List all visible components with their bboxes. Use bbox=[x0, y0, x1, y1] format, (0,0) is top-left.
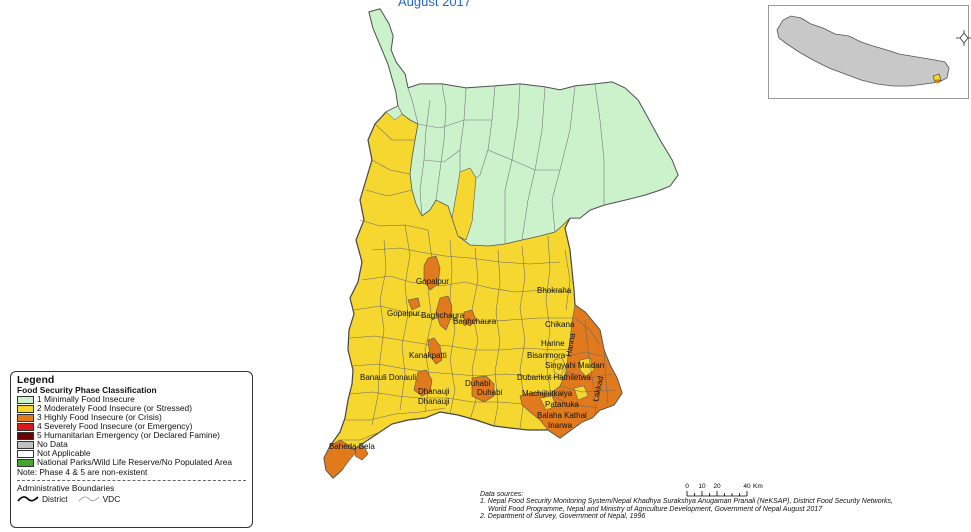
label-bisanmora: Bisanmora bbox=[527, 351, 566, 360]
label-patanuka: Patanuka bbox=[545, 400, 579, 409]
data-source-line-2: World Food Programme, Nepal and Ministry… bbox=[488, 505, 823, 513]
phase3-baheda bbox=[354, 445, 369, 461]
scale-bar-svg: 0 10 20 40 Km bbox=[685, 483, 763, 497]
locator-map-svg bbox=[776, 15, 950, 87]
phase3-gopalpur-west bbox=[407, 297, 421, 311]
legend-label: 3 Highly Food Insecure (or Crisis) bbox=[37, 412, 162, 422]
label-bhokraha: Bhokraha bbox=[537, 286, 572, 295]
label-baghchaura-1: Baghchaura bbox=[421, 311, 465, 320]
legend-item-phase2: 2 Moderately Food Insecure (or Stressed) bbox=[17, 404, 246, 413]
data-source-line-3: 2. Department of Survey, Government of N… bbox=[480, 513, 646, 521]
label-singyahi-maidan: Singyahi Maidan bbox=[545, 361, 604, 370]
district-line-icon bbox=[17, 496, 39, 502]
data-source-line-1: 1. Nepal Food Security Monitoring System… bbox=[480, 498, 893, 506]
label-hanna: Hanna bbox=[564, 332, 577, 357]
label-baghchaura-2: Baghchaura bbox=[453, 317, 497, 326]
legend-item-national-parks: National Parks/Wild Life Reserve/No Popu… bbox=[17, 458, 246, 467]
phase3-baghchaura bbox=[435, 295, 453, 331]
scale-ruler bbox=[686, 491, 748, 497]
scale-unit: Km bbox=[753, 483, 763, 490]
swatch-national-parks bbox=[17, 458, 34, 467]
swatch-phase3 bbox=[17, 413, 34, 422]
swatch-phase2 bbox=[17, 404, 34, 413]
scale-tick-40: 40 bbox=[743, 483, 751, 490]
legend-subtitle: Food Security Phase Classification bbox=[17, 385, 157, 395]
label-inarwa: Inarwa bbox=[548, 421, 573, 430]
phase1-wedge[interactable] bbox=[385, 105, 403, 121]
label-chikana: Chikana bbox=[545, 320, 575, 329]
phase3-baghchaura-east bbox=[463, 309, 477, 327]
swatch-phase5 bbox=[17, 431, 34, 440]
village-labels: Gopalpur Gopalpur Baghchaura Baghchaura … bbox=[329, 277, 605, 451]
swatch-no-data bbox=[17, 440, 34, 449]
swatch-not-applicable bbox=[17, 449, 34, 458]
admin-boundaries-row: District VDC bbox=[17, 493, 246, 505]
label-gopalpur-2: Gopalpur bbox=[387, 309, 420, 318]
phase3-southwest bbox=[323, 439, 357, 479]
admin-district-label: District bbox=[42, 494, 68, 504]
legend-label: 4 Severely Food Insecure (or Emergency) bbox=[37, 421, 193, 431]
legend-label: National Parks/Wild Life Reserve/No Popu… bbox=[37, 457, 233, 467]
admin-boundaries-title: Administrative Boundaries bbox=[17, 483, 115, 493]
label-gopalpur-1: Gopalpur bbox=[416, 277, 449, 286]
label-kanakpatti: Kanakpatti bbox=[409, 351, 447, 360]
label-banauli-donauli: Banauli Donauli bbox=[360, 373, 416, 382]
phase3-kanakpatti bbox=[427, 337, 443, 365]
legend-note: Note: Phase 4 & 5 are non-existent bbox=[17, 467, 148, 477]
phase2-islands[interactable] bbox=[539, 357, 595, 411]
legend-title: Legend bbox=[17, 374, 55, 386]
scale-tick-20: 20 bbox=[713, 483, 721, 490]
scale-tick-0: 0 bbox=[685, 483, 689, 490]
vdc-boundaries-north bbox=[407, 83, 605, 244]
swatch-phase4 bbox=[17, 422, 34, 431]
label-dhanauji-1: Dhanauji bbox=[418, 387, 450, 396]
north-arrow-icon bbox=[956, 30, 971, 46]
phase3-duhabi bbox=[471, 375, 495, 403]
label-duhabi-2: Duhabi bbox=[477, 388, 503, 397]
legend-label: 1 Minimally Food Insecure bbox=[37, 394, 135, 404]
label-dubarikot-hathiletwa: Dubarikot Hathiletwa bbox=[517, 373, 591, 382]
legend-item-phase1: 1 Minimally Food Insecure bbox=[17, 395, 246, 404]
phase3-dhanauji bbox=[413, 369, 433, 397]
legend-item-phase4: 4 Severely Food Insecure (or Emergency) bbox=[17, 422, 246, 431]
swatch-phase1 bbox=[17, 395, 34, 404]
legend-item-phase5: 5 Humanitarian Emergency (or Declared Fa… bbox=[17, 431, 246, 440]
vdc-boundaries-east bbox=[549, 317, 617, 415]
legend-label: 2 Moderately Food Insecure (or Stressed) bbox=[37, 403, 193, 413]
locator-map bbox=[768, 5, 969, 99]
label-baheda-bela: Baheda Bela bbox=[329, 442, 375, 451]
label-balaha-kathal: Balaha Kathal bbox=[537, 411, 587, 420]
label-duhabi-1: Duhabi bbox=[465, 379, 491, 388]
legend-item-not-applicable: Not Applicable bbox=[17, 449, 246, 458]
admin-vdc-label: VDC bbox=[102, 494, 121, 504]
scale-tick-10: 10 bbox=[698, 483, 706, 490]
label-dhanauji-2: Dhanauji bbox=[418, 397, 450, 406]
legend-label: 5 Humanitarian Emergency (or Declared Fa… bbox=[37, 430, 220, 440]
legend-divider bbox=[17, 480, 246, 481]
nepal-outline bbox=[776, 15, 950, 87]
vdc-line-icon bbox=[78, 496, 99, 502]
map-date: August 2017 bbox=[398, 0, 472, 9]
legend-label: No Data bbox=[37, 439, 68, 449]
vdc-boundaries-south bbox=[329, 123, 601, 456]
label-harine: Harine bbox=[541, 339, 565, 348]
legend-label: Not Applicable bbox=[37, 448, 91, 458]
scale-bar: 0 10 20 40 Km bbox=[677, 481, 777, 503]
data-sources: Data sources: 1. Nepal Food Security Mon… bbox=[480, 491, 893, 521]
legend-item-no-data: No Data bbox=[17, 440, 246, 449]
phase3-gopalpur bbox=[423, 255, 441, 291]
data-sources-title: Data sources: bbox=[480, 491, 524, 498]
label-machijhitkaiya: Machijhitkaiya bbox=[522, 389, 573, 398]
legend: Legend Food Security Phase Classificatio… bbox=[10, 371, 253, 528]
phase2-notch-north[interactable] bbox=[451, 167, 477, 241]
legend-item-phase3: 3 Highly Food Insecure (or Crisis) bbox=[17, 413, 246, 422]
